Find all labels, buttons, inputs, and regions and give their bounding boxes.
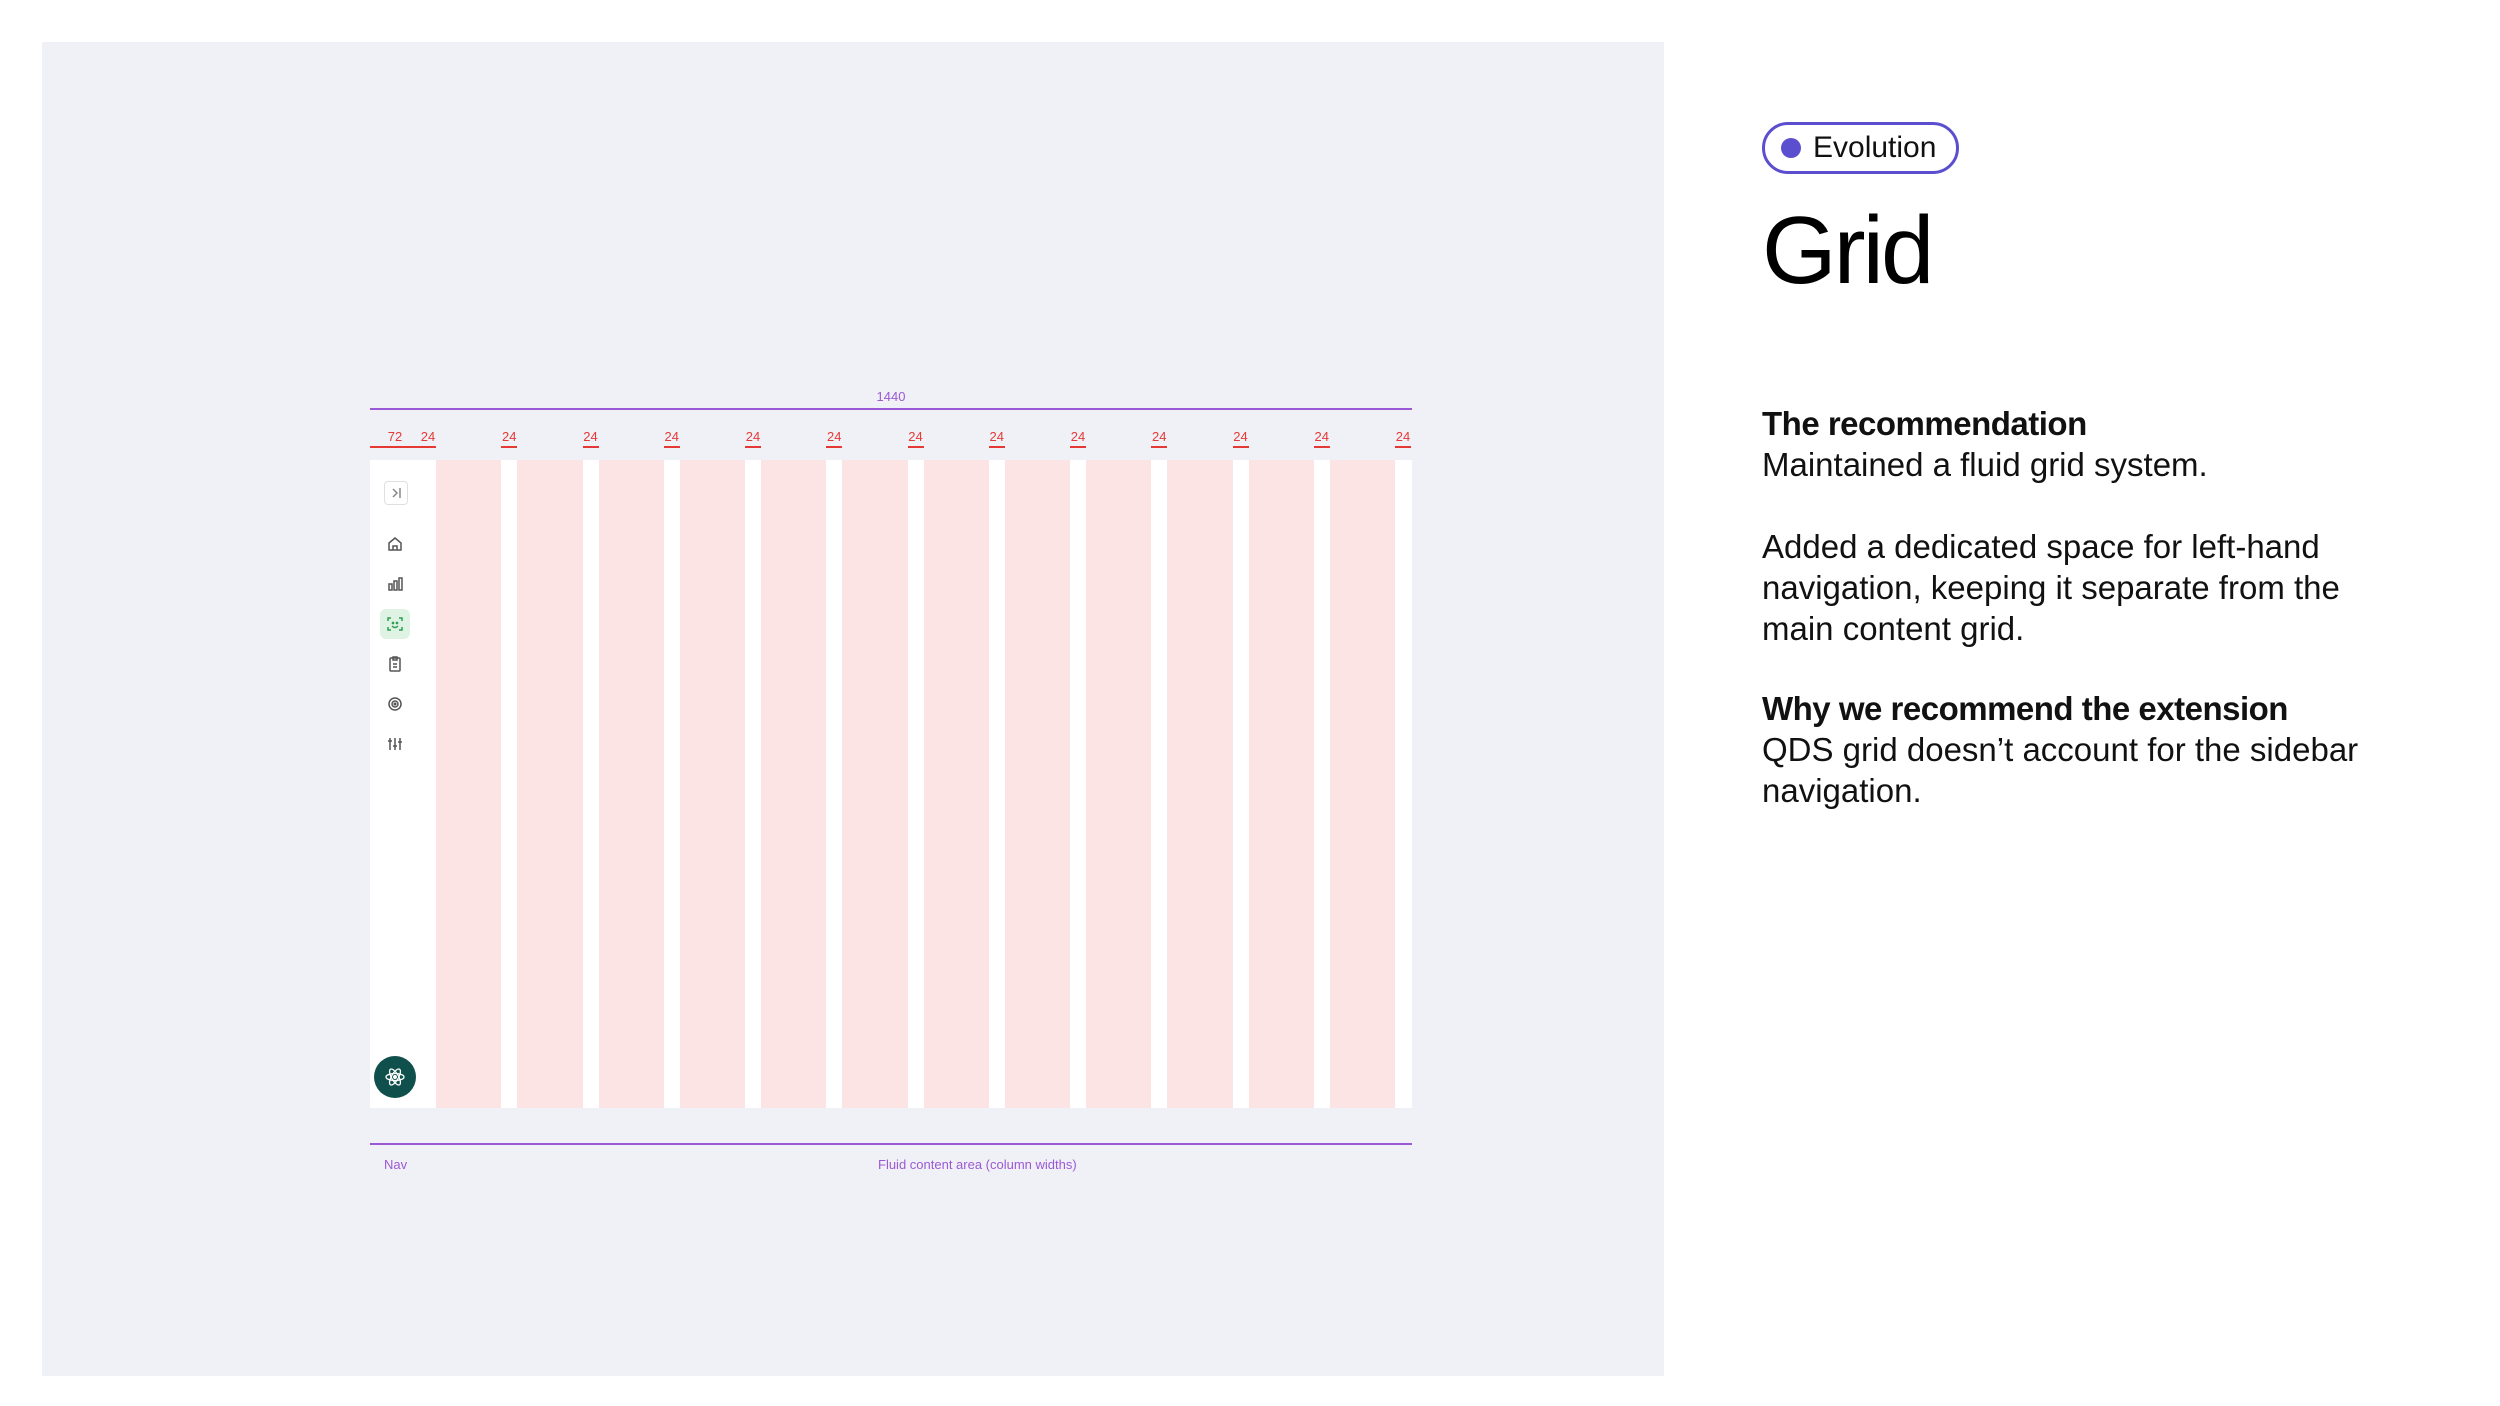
gutter-label: 24 [583, 429, 598, 444]
extension-block: Why we recommend the extension QDS grid … [1762, 688, 2402, 811]
gutter-label: 24 [1070, 429, 1086, 444]
recommendation-text: Maintained a fluid grid system. [1762, 446, 2208, 483]
nav-width-mark [370, 446, 420, 448]
gutter-mark [745, 446, 761, 448]
grid-column [1329, 460, 1395, 1108]
total-width-label: 1440 [876, 389, 906, 404]
grid-column [436, 460, 502, 1108]
total-width-line [370, 408, 1412, 410]
gutter-mark [582, 446, 599, 448]
gutter-mark [826, 446, 843, 448]
clipboard-icon[interactable] [380, 649, 410, 679]
gutter-mark [1151, 446, 1168, 448]
diagram-panel: 1440 72 [42, 42, 1664, 1376]
home-icon[interactable] [380, 529, 410, 559]
gutter-mark [1070, 446, 1086, 448]
grid-column [517, 460, 583, 1108]
gutter-label: 24 [420, 429, 436, 444]
recommendation-block: The recommendation Maintained a fluid gr… [1762, 403, 2402, 485]
badge-label: Evolution [1813, 131, 1937, 164]
grid-column [923, 460, 989, 1108]
fluid-dimension-line [420, 1143, 1412, 1145]
gutter-label: 24 [989, 429, 1004, 444]
nav-dimension-line [370, 1143, 420, 1145]
fluid-area-label: Fluid content area (column widths) [878, 1157, 1077, 1172]
target-icon[interactable] [380, 689, 410, 719]
gutter-label: 24 [745, 429, 761, 444]
grid-column [1167, 460, 1233, 1108]
gutter-label: 24 [908, 429, 923, 444]
scan-face-icon[interactable] [380, 609, 410, 639]
grid-column [842, 460, 908, 1108]
grid-frame [370, 460, 1412, 1108]
chart-icon[interactable] [380, 569, 410, 599]
gutter-label: 24 [1152, 429, 1167, 444]
slide-title: Grid [1762, 197, 1934, 304]
gutter-mark [1395, 446, 1411, 448]
sidebar-nav [370, 460, 420, 1108]
grid-column [761, 460, 827, 1108]
grid-column [1004, 460, 1070, 1108]
nav-label: Nav [384, 1157, 408, 1172]
gutter-mark [663, 446, 680, 448]
gutter-mark [501, 446, 518, 448]
gutter-label: 24 [827, 429, 842, 444]
gutter-mark [1313, 446, 1330, 448]
gutter-mark [907, 446, 924, 448]
grid-diagram: 1440 72 [370, 384, 1412, 1184]
gutter-label: 24 [502, 429, 517, 444]
extension-heading: Why we recommend the extension [1762, 690, 2288, 727]
gutter-label: 24 [1395, 429, 1411, 444]
grid-column [679, 460, 745, 1108]
gutter-mark [988, 446, 1005, 448]
navigation-note: Added a dedicated space for left-hand na… [1762, 528, 2340, 647]
gutter-mark [1232, 446, 1249, 448]
grid-column [1248, 460, 1314, 1108]
grid-column [598, 460, 664, 1108]
badge-dot [1781, 138, 1801, 158]
gutter-label: 24 [1314, 429, 1329, 444]
extension-text: QDS grid doesn’t account for the sidebar… [1762, 731, 2359, 809]
atom-icon[interactable] [374, 1056, 416, 1098]
grid-column [1086, 460, 1152, 1108]
evolution-badge: Evolution [1762, 122, 1960, 174]
collapse-icon[interactable] [384, 481, 408, 505]
gutter-label: 24 [1233, 429, 1248, 444]
sliders-icon[interactable] [380, 729, 410, 759]
nav-width-label: 72 [387, 429, 403, 444]
gutter-label: 24 [664, 429, 679, 444]
recommendation-heading: The recommendation [1762, 405, 2087, 442]
gutter-mark [420, 446, 436, 448]
